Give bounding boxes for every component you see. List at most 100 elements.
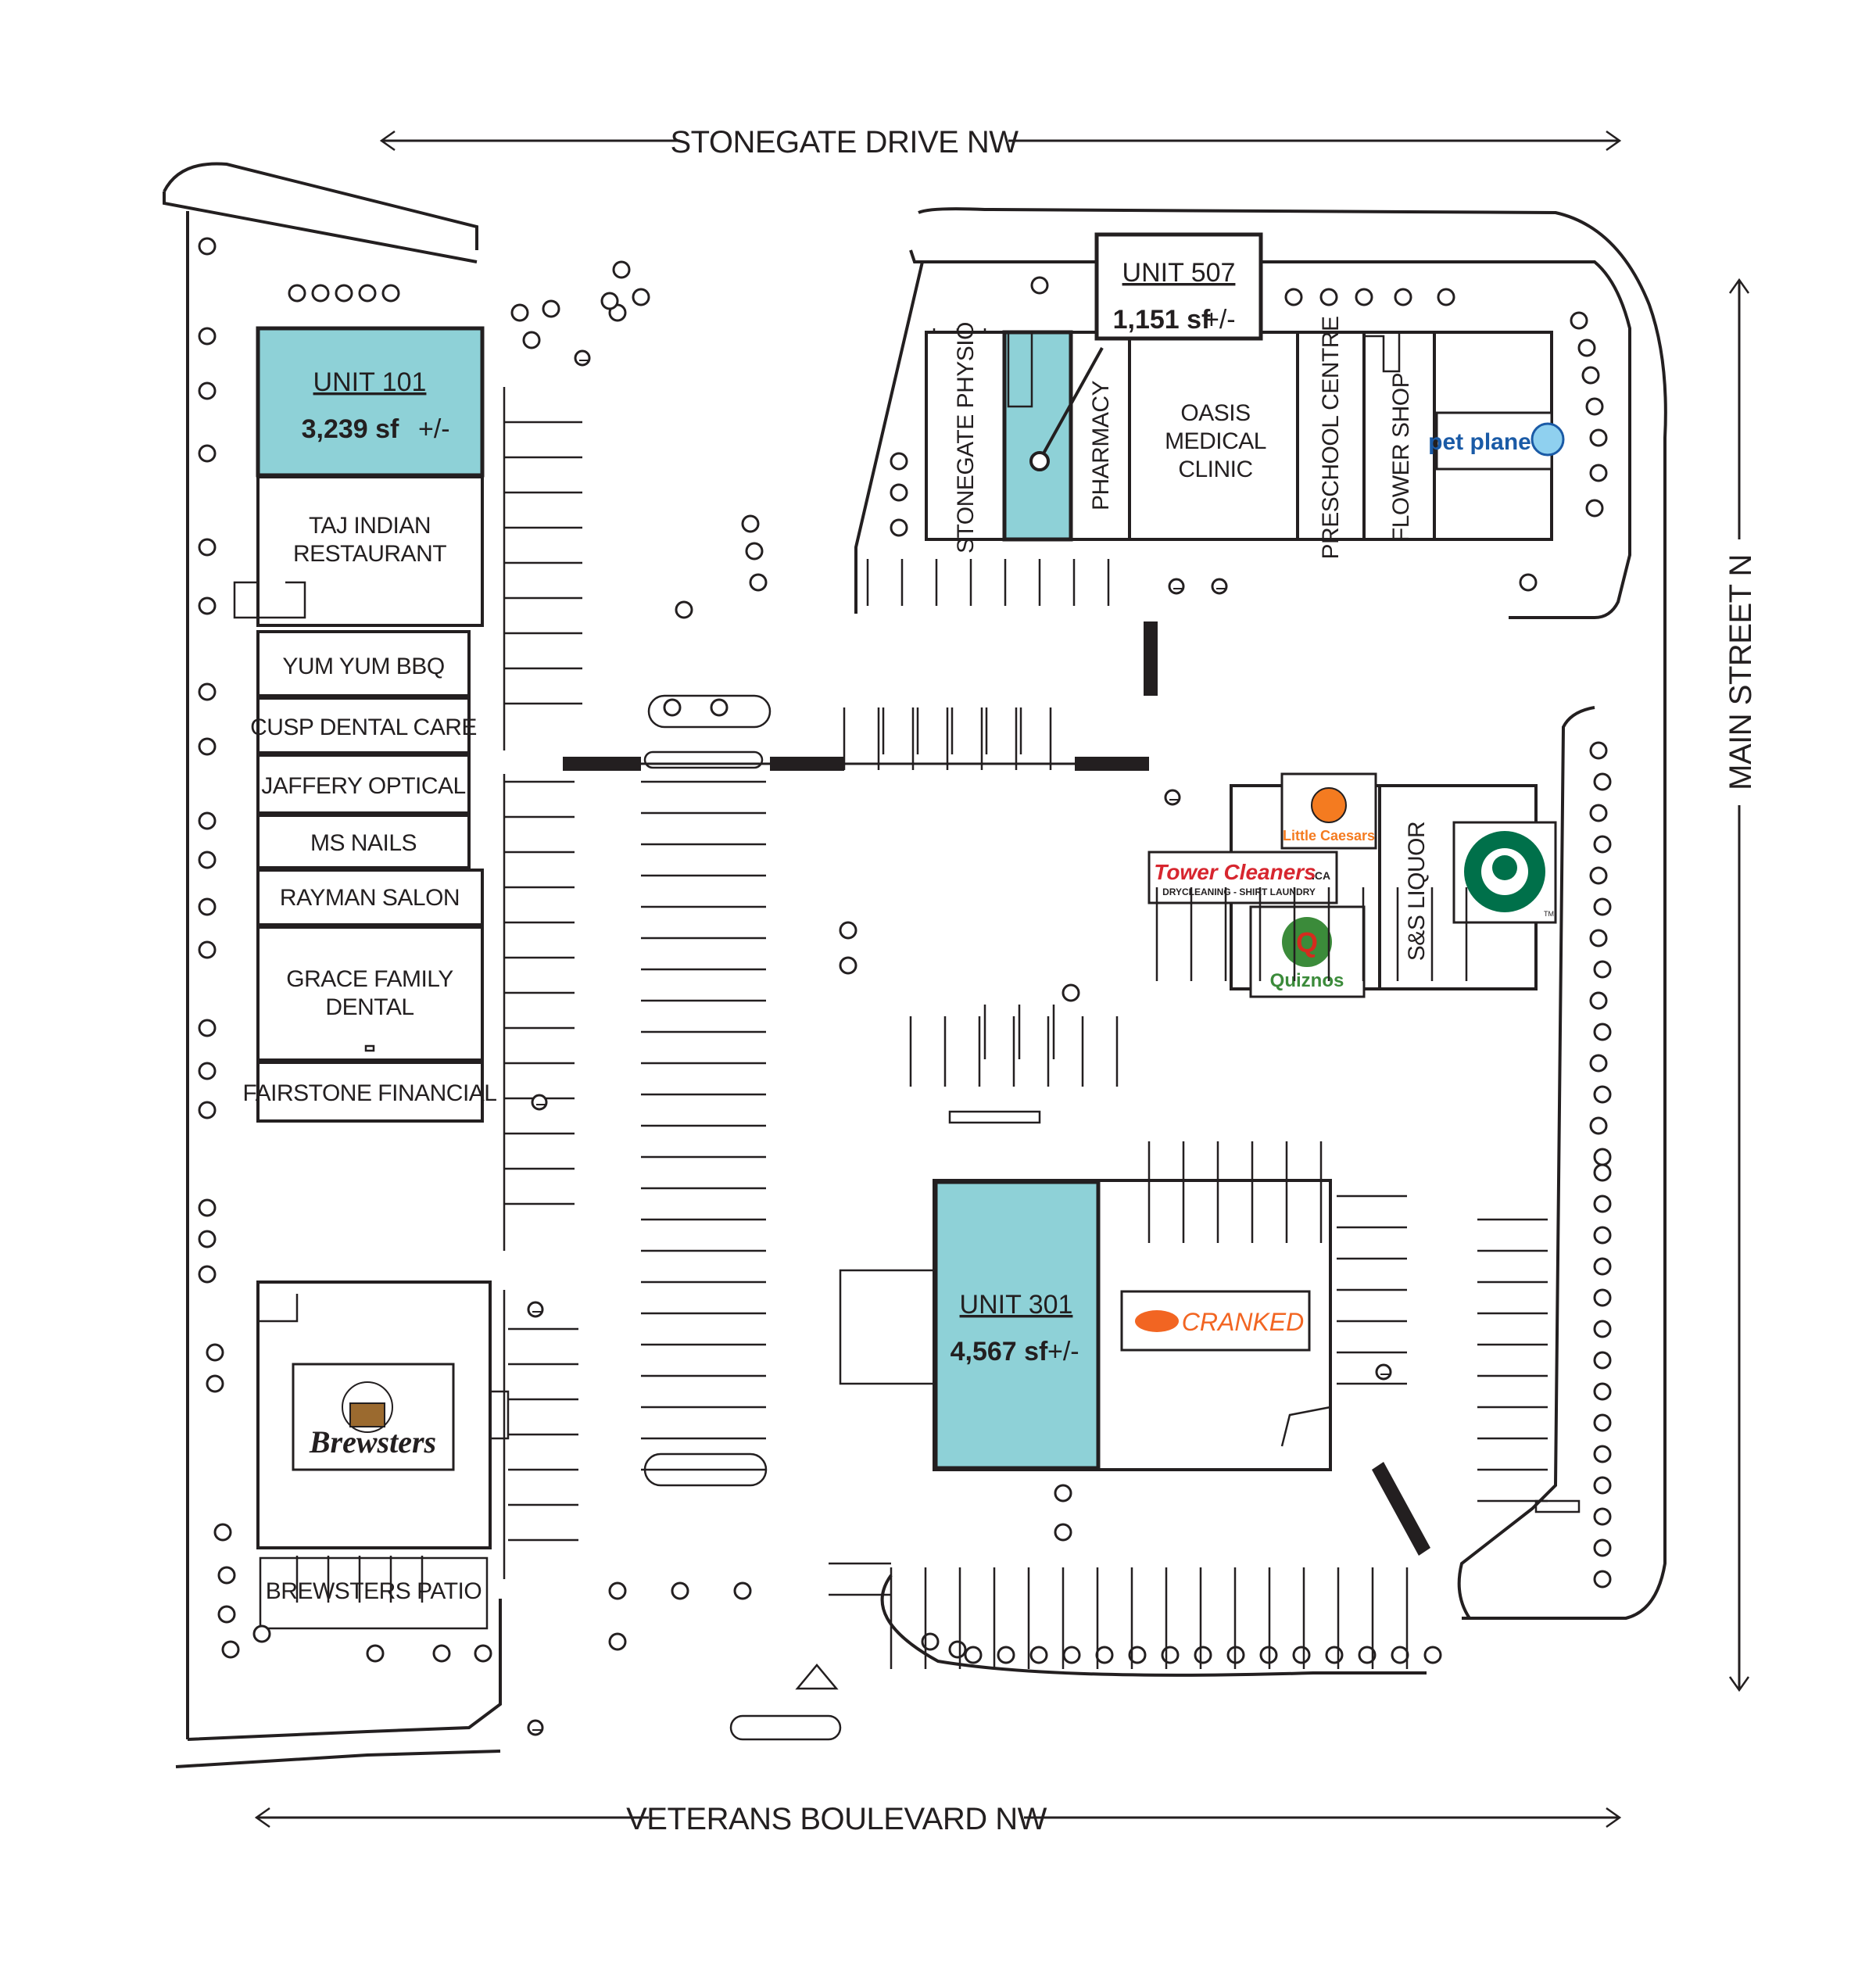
tree-icon: [1585, 499, 1604, 518]
accessible-parking-icon: [1211, 578, 1228, 595]
tenant-preschool-centre: PRESCHOOL CENTRE: [1318, 317, 1344, 560]
stonegate-drive-label: STONEGATE DRIVE NW: [670, 125, 1019, 159]
unit-301-space[interactable]: [933, 1180, 1101, 1470]
tree-icon: [1589, 464, 1608, 482]
tree-icon: [1585, 397, 1604, 416]
tree-icon: [1054, 1523, 1072, 1542]
veterans-road-label: VETERANS BOULEVARD NW: [254, 1802, 1622, 1836]
planter-island: [647, 694, 772, 729]
tenant-oasis-1: OASIS: [1180, 400, 1250, 426]
tree-icon: [1593, 1507, 1612, 1526]
south-building: UNIT 301 4,567 sf +/- CRANKED: [839, 1179, 1332, 1471]
site-boundary: [163, 162, 1667, 1768]
tree-icon: [432, 1644, 451, 1663]
tree-icon: [542, 299, 560, 318]
crosswalk-icons: [563, 621, 1430, 1556]
unit-507-callout[interactable]: [1094, 232, 1263, 341]
tree-icon: [1589, 1054, 1608, 1073]
tree-icon: [1589, 428, 1608, 447]
tree-icon: [1589, 741, 1608, 760]
tree-icon: [1391, 1646, 1409, 1664]
tenant-stonegate-physio: STONEGATE PHYSIO: [953, 322, 979, 553]
tree-icon: [745, 542, 764, 561]
tree-icon: [1593, 1257, 1612, 1276]
tree-icon: [198, 851, 217, 869]
tree-icon: [288, 284, 306, 303]
tree-icon: [749, 573, 768, 592]
crosswalk-icon: [1372, 1462, 1430, 1556]
tree-icon: [1593, 1226, 1612, 1245]
tenant-flower-shop: FLOWER SHOP: [1388, 373, 1414, 542]
tree-icon: [1355, 288, 1373, 306]
veterans-boulevard-label: VETERANS BOULEVARD NW: [626, 1802, 1047, 1836]
tree-icon: [474, 1644, 492, 1663]
tree-icon: [710, 698, 729, 717]
unit-101-space[interactable]: [256, 326, 485, 478]
tree-icon: [1589, 1116, 1608, 1135]
tree-icon: [1593, 1023, 1612, 1041]
svg-text:Q: Q: [1296, 926, 1318, 958]
tree-icon: [221, 1640, 240, 1659]
pet-planet-logo: [1435, 411, 1553, 471]
tree-icon: [612, 260, 631, 279]
tree-icon: [675, 600, 693, 619]
unit-101-size: 3,239 sf: [302, 414, 399, 444]
tree-icon: [217, 1566, 236, 1585]
unit-507-size: 1,151 sf: [1113, 305, 1211, 335]
accessible-parking-icon: [1375, 1363, 1392, 1381]
tenant-taj-1: TAJ INDIAN: [309, 513, 431, 539]
tenant-pharmacy: PHARMACY: [1088, 381, 1114, 511]
tree-icon: [522, 331, 541, 349]
tree-icon: [997, 1646, 1015, 1664]
tree-icon: [198, 897, 217, 916]
tree-icon: [311, 284, 330, 303]
tenant-taj-2: RESTAURANT: [293, 541, 446, 567]
tree-icon: [1589, 866, 1608, 885]
tenant-cusp-dental: CUSP DENTAL CARE: [250, 715, 477, 740]
tree-icon: [1054, 1484, 1072, 1503]
tree-icon: [948, 1640, 967, 1659]
tree-icon: [890, 452, 908, 471]
tree-icon: [1593, 897, 1612, 916]
tower-cleaners-text: Tower Cleaners: [1154, 860, 1316, 884]
unit-101-suffix: +/-: [418, 414, 450, 444]
quiznos-text: Quiznos: [1270, 970, 1344, 991]
tree-icon: [1319, 288, 1338, 306]
center-pad: Little Caesars Tower Cleaners .CA DRYCLE…: [1147, 772, 1557, 998]
unit-507-suffix: +/-: [1204, 305, 1236, 335]
accessible-parking-icon: [1164, 789, 1181, 806]
tenant-oasis-2: MEDICAL: [1165, 428, 1266, 454]
tree-icon: [1128, 1646, 1147, 1664]
tree-icon: [198, 1062, 217, 1080]
unit-101-title: UNIT 101: [313, 367, 427, 397]
unit-301-title: UNIT 301: [960, 1290, 1073, 1320]
planter-island: [643, 750, 764, 769]
tree-icon: [1593, 1085, 1612, 1104]
tree-icon: [198, 1265, 217, 1284]
tree-icon: [206, 1343, 224, 1362]
tenant-rayman-salon: RAYMAN SALON: [280, 885, 460, 911]
tree-icon: [1589, 991, 1608, 1010]
tree-icon: [600, 292, 619, 310]
tree-icon: [1194, 1646, 1212, 1664]
tree-icon: [1030, 276, 1049, 295]
tree-icon: [733, 1581, 752, 1600]
planter-island: [643, 1452, 768, 1487]
little-caesars-text: Little Caesars: [1283, 828, 1375, 844]
unit-507-title: UNIT 507: [1122, 258, 1236, 288]
tree-icon: [1095, 1646, 1114, 1664]
starbucks-tm: TM: [1544, 910, 1554, 918]
tree-icon: [198, 1019, 217, 1037]
tree-icon: [198, 444, 217, 463]
tree-icon: [198, 237, 217, 256]
tree-icon: [198, 737, 217, 756]
crosswalk-icon: [770, 757, 844, 771]
cranked-text: CRANKED: [1182, 1308, 1304, 1336]
tree-icon: [741, 514, 760, 533]
tree-icon: [1593, 835, 1612, 854]
site-features: [198, 237, 1612, 1741]
tenant-jaffery-optical: JAFFERY OPTICAL: [261, 773, 465, 799]
tree-icon: [1593, 1445, 1612, 1463]
tree-icon: [358, 284, 377, 303]
tenant-grace-2: DENTAL: [325, 994, 414, 1020]
